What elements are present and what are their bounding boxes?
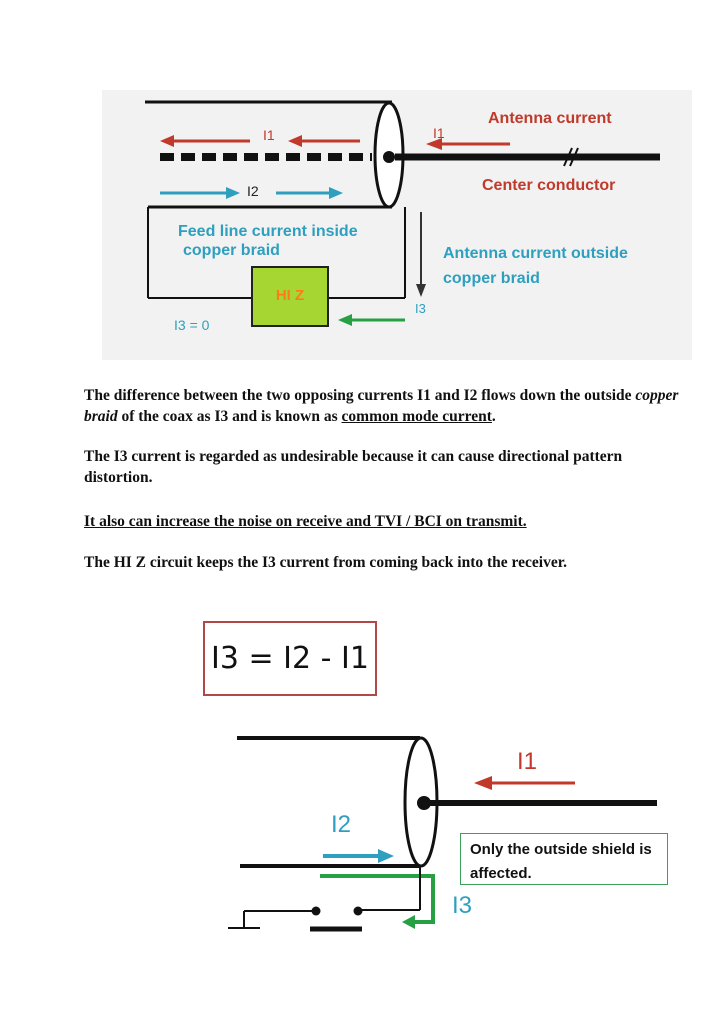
antenna-outside-label-2: copper braid [443, 270, 540, 287]
center-conductor-dot [383, 151, 395, 163]
i3-label: I3 [415, 301, 426, 316]
p1-text-a: The difference between the two opposing … [84, 387, 636, 404]
center-conductor-label: Center conductor [482, 177, 616, 194]
bottom-i3-path [320, 874, 435, 924]
i2-arrowhead-a [226, 187, 240, 199]
break-mark-2 [569, 147, 579, 167]
p3-underlined: It also can increase the noise on receiv… [84, 513, 527, 530]
paragraph-4: The HI Z circuit keeps the I3 current fr… [84, 554, 568, 571]
bottom-i3-arrowhead [402, 915, 415, 929]
i1-outer-arrowhead [426, 138, 442, 150]
break-mark-1 [563, 147, 573, 167]
i1-inner-arrowhead-b [288, 135, 302, 147]
p1-end: . [491, 408, 496, 425]
feed-line-label-2: copper braid [183, 242, 280, 259]
bottom-i1-arrowhead [474, 776, 492, 790]
p1-text-b: of the coax as I3 and is known as [117, 408, 342, 425]
feed-line-label-1: Feed line current inside [178, 223, 358, 240]
paragraph-1: The difference between the two opposing … [84, 385, 694, 427]
hiz-label: HI Z [275, 287, 305, 304]
i3-green-arrowhead [338, 314, 352, 326]
switch-contact-left [311, 906, 321, 916]
formula-text: I3 = I2 - I1 [211, 641, 369, 676]
i2-label: I2 [247, 183, 259, 199]
bottom-i2-label: I2 [331, 811, 352, 838]
switch-contact-right [353, 906, 363, 916]
formula-box [203, 621, 377, 696]
note-text: Only the outside shield is affected. [470, 841, 652, 882]
i1-inner-arrowhead-a [160, 135, 174, 147]
paragraph-2: The I3 current is regarded as undesirabl… [84, 448, 623, 486]
bottom-i2-arrowhead [378, 849, 394, 863]
antenna-outside-label-1: Antenna current outside [443, 245, 628, 262]
i3-down-arrowhead [416, 284, 426, 297]
bottom-i1-label: I1 [517, 748, 538, 775]
p1-underlined: common mode current [341, 408, 492, 425]
antenna-current-label: Antenna current [488, 110, 612, 127]
hiz-circuit-box [251, 266, 329, 327]
i1-inner-label: I1 [263, 127, 275, 143]
i3-zero-label: I3 = 0 [174, 317, 210, 333]
bottom-i3-label: I3 [452, 892, 473, 919]
note-box [460, 833, 668, 885]
paragraph-3: It also can increase the noise on receiv… [84, 511, 694, 532]
i2-arrowhead-b [329, 187, 343, 199]
i1-outer-label: I1 [433, 125, 445, 141]
p1-italic: copper braid [84, 387, 679, 425]
bottom-center-dot [417, 796, 431, 810]
